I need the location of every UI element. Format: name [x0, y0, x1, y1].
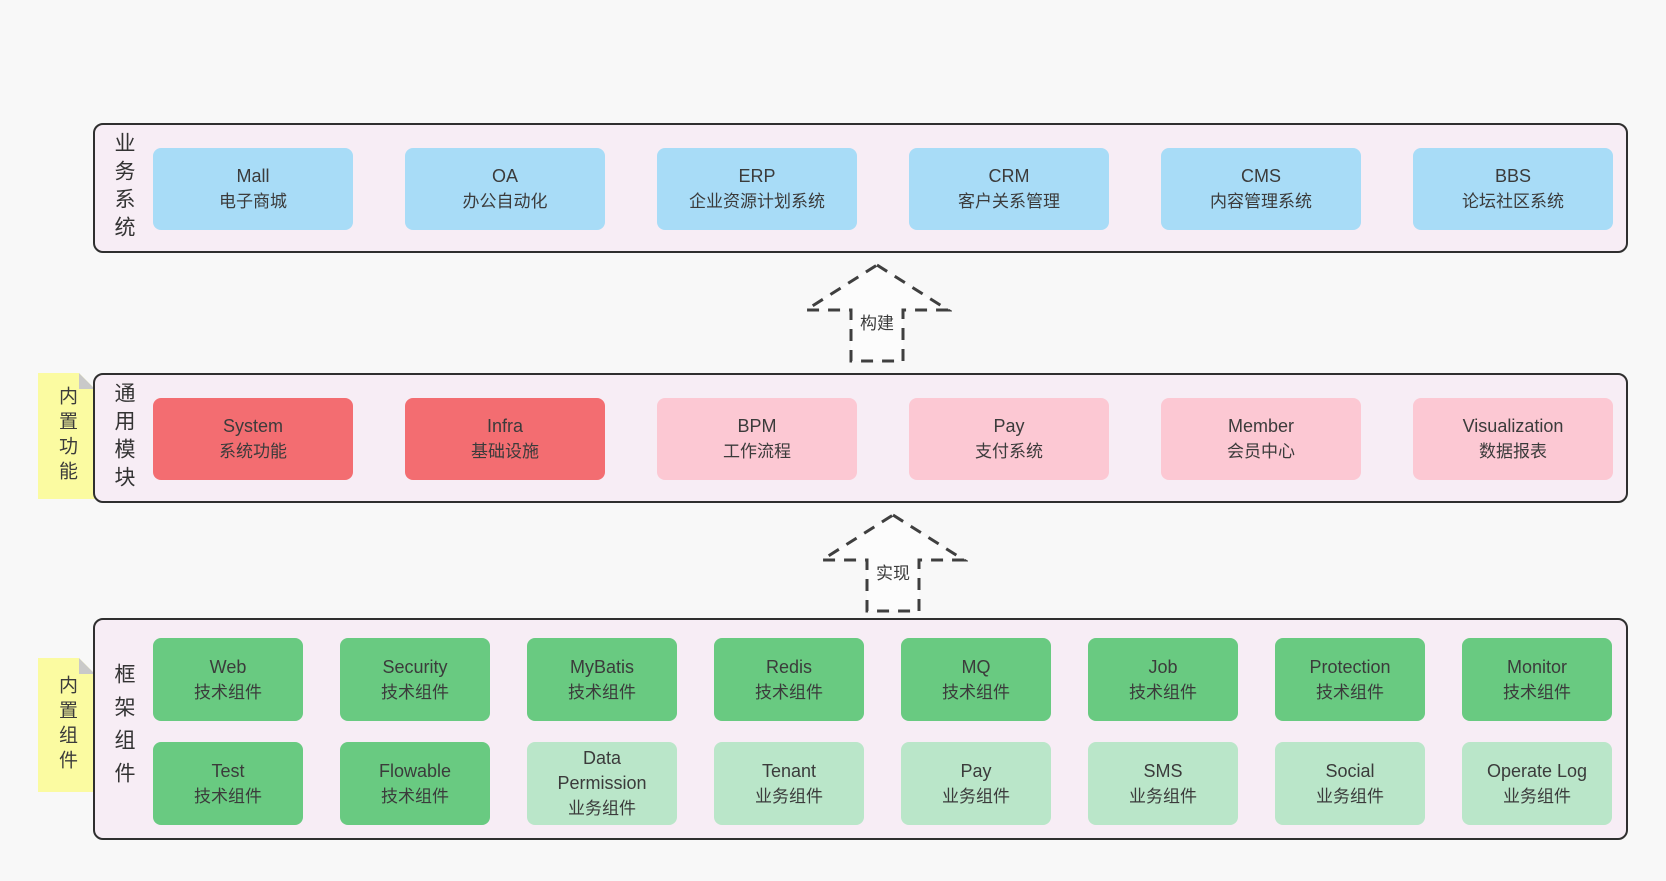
box-web-name: Web — [209, 656, 247, 677]
box-social-name: Social — [1325, 760, 1375, 781]
box-monitor: Monitor 技术组件 — [1462, 638, 1612, 721]
box-redis: Redis 技术组件 — [714, 638, 864, 721]
layer-framework-components-label: 框架组件 — [112, 663, 135, 795]
box-erp-desc: 企业资源计划系统 — [689, 192, 825, 211]
box-mq: MQ 技术组件 — [901, 638, 1051, 721]
box-web-desc: 技术组件 — [194, 682, 262, 702]
box-protection-desc: 技术组件 — [1316, 682, 1384, 702]
box-social: Social 业务组件 — [1275, 742, 1425, 825]
box-pay-component: Pay 业务组件 — [901, 742, 1051, 825]
box-bpm-desc: 工作流程 — [723, 442, 791, 461]
box-bbs-desc: 论坛社区系统 — [1462, 192, 1564, 211]
box-system: System 系统功能 — [153, 398, 353, 480]
implement-arrow: 实现 — [818, 512, 968, 614]
box-infra-desc: 基础设施 — [471, 442, 539, 461]
box-mybatis-name: MyBatis — [569, 656, 634, 677]
box-operate-log-desc: 业务组件 — [1503, 786, 1571, 806]
box-bbs: BBS 论坛社区系统 — [1413, 148, 1613, 230]
implement-arrow-label: 实现 — [872, 559, 914, 584]
build-arrow: 构建 — [802, 262, 952, 364]
layer-common-modules: 通用模块 System 系统功能 Infra 基础设施 BPM 工作流程 Pay… — [93, 373, 1628, 503]
box-crm-desc: 客户关系管理 — [958, 192, 1060, 211]
box-mall-name: Mall — [236, 166, 270, 186]
box-test: Test 技术组件 — [153, 742, 303, 825]
box-flowable: Flowable 技术组件 — [340, 742, 490, 825]
box-pay-module-desc: 支付系统 — [975, 442, 1043, 461]
box-mq-name: MQ — [961, 656, 991, 677]
box-member-desc: 会员中心 — [1227, 442, 1295, 461]
box-sms: SMS 业务组件 — [1088, 742, 1238, 825]
box-tenant-name: Tenant — [761, 760, 817, 781]
box-mq-desc: 技术组件 — [942, 682, 1010, 702]
box-data-permission-desc: 业务组件 — [568, 799, 636, 818]
sticky-builtin-features: 内置功能 — [38, 373, 95, 499]
box-tenant-desc: 业务组件 — [755, 786, 823, 806]
box-monitor-desc: 技术组件 — [1503, 682, 1571, 702]
sticky-builtin-features-label: 内置功能 — [56, 386, 77, 486]
box-mybatis: MyBatis 技术组件 — [527, 638, 677, 721]
box-operate-log: Operate Log 业务组件 — [1462, 742, 1612, 825]
layer-common-modules-label: 通用模块 — [112, 382, 135, 494]
box-system-desc: 系统功能 — [219, 442, 287, 461]
box-redis-name: Redis — [765, 656, 813, 677]
box-pay-module-name: Pay — [993, 416, 1025, 436]
box-monitor-name: Monitor — [1506, 656, 1568, 677]
box-job-desc: 技术组件 — [1129, 682, 1197, 702]
box-oa: OA 办公自动化 — [405, 148, 605, 230]
layer-framework-components: 框架组件 Web 技术组件 Security 技术组件 MyBatis 技术组件… — [93, 618, 1628, 840]
layer-business-systems: 业务系统 Mall 电子商城 OA 办公自动化 ERP 企业资源计划系统 CRM… — [93, 123, 1628, 253]
box-mall: Mall 电子商城 — [153, 148, 353, 230]
box-security-name: Security — [382, 656, 448, 677]
box-pay-module: Pay 支付系统 — [909, 398, 1109, 480]
box-bbs-name: BBS — [1494, 166, 1532, 186]
box-visualization-desc: 数据报表 — [1479, 442, 1547, 461]
box-job: Job 技术组件 — [1088, 638, 1238, 721]
box-pay-component-name: Pay — [960, 760, 992, 781]
box-job-name: Job — [1148, 656, 1178, 677]
box-mall-desc: 电子商城 — [219, 192, 287, 211]
box-pay-component-desc: 业务组件 — [942, 786, 1010, 806]
sticky-builtin-components: 内置组件 — [38, 658, 95, 792]
box-erp: ERP 企业资源计划系统 — [657, 148, 857, 230]
box-protection-name: Protection — [1309, 656, 1391, 677]
box-operate-log-name: Operate Log — [1486, 760, 1588, 781]
box-cms-name: CMS — [1241, 166, 1281, 186]
box-sms-name: SMS — [1143, 760, 1183, 781]
box-infra: Infra 基础设施 — [405, 398, 605, 480]
box-flowable-desc: 技术组件 — [381, 786, 449, 806]
box-cms-desc: 内容管理系统 — [1210, 192, 1312, 211]
box-sms-desc: 业务组件 — [1129, 786, 1197, 806]
box-security-desc: 技术组件 — [381, 682, 449, 702]
box-mybatis-desc: 技术组件 — [568, 682, 636, 702]
box-flowable-name: Flowable — [378, 760, 452, 781]
box-infra-name: Infra — [486, 416, 524, 436]
box-crm: CRM 客户关系管理 — [909, 148, 1109, 230]
box-redis-desc: 技术组件 — [755, 682, 823, 702]
box-visualization: Visualization 数据报表 — [1413, 398, 1613, 480]
box-member-name: Member — [1227, 416, 1294, 436]
build-arrow-label: 构建 — [856, 309, 898, 334]
layer-business-systems-label: 业务系统 — [112, 132, 135, 244]
box-oa-name: OA — [491, 166, 518, 186]
sticky-builtin-components-label: 内置组件 — [56, 675, 77, 775]
box-data-permission: Data Permission 业务组件 — [527, 742, 677, 825]
box-web: Web 技术组件 — [153, 638, 303, 721]
box-visualization-name: Visualization — [1462, 416, 1564, 436]
box-crm-name: CRM — [988, 166, 1030, 186]
box-erp-name: ERP — [738, 166, 776, 186]
box-social-desc: 业务组件 — [1316, 786, 1384, 806]
box-tenant: Tenant 业务组件 — [714, 742, 864, 825]
box-security: Security 技术组件 — [340, 638, 490, 721]
box-system-name: System — [222, 416, 283, 436]
box-member: Member 会员中心 — [1161, 398, 1361, 480]
box-oa-desc: 办公自动化 — [462, 192, 548, 211]
box-protection: Protection 技术组件 — [1275, 638, 1425, 721]
box-cms: CMS 内容管理系统 — [1161, 148, 1361, 230]
box-test-desc: 技术组件 — [194, 786, 262, 806]
box-data-permission-name: Data Permission — [557, 748, 647, 793]
box-test-name: Test — [211, 760, 245, 781]
box-bpm: BPM 工作流程 — [657, 398, 857, 480]
box-bpm-name: BPM — [737, 416, 777, 436]
